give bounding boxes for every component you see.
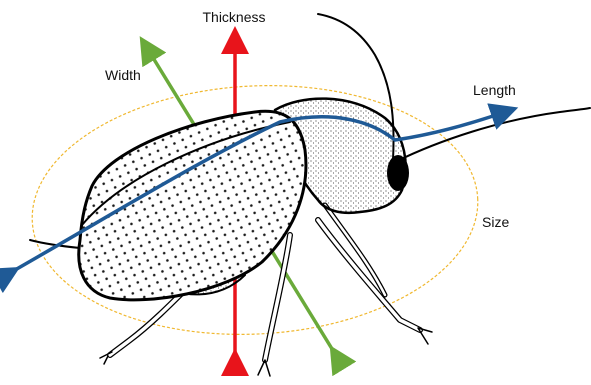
thickness-label: Thickness — [202, 9, 265, 25]
size-label: Size — [482, 214, 509, 230]
width-label: Width — [105, 67, 141, 83]
length-label: Length — [473, 82, 516, 98]
